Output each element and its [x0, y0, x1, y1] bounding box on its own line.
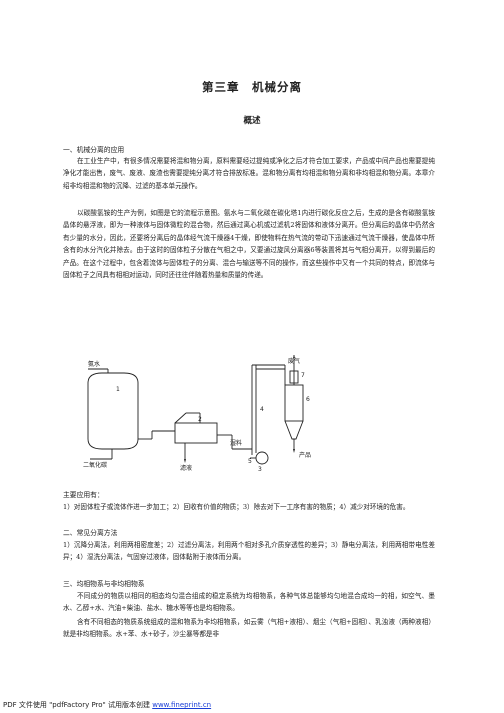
paragraph-4: 含有不同相态的物质系统组成的混和物系为非均相物系，如云雾（气相+液相）、烟尘（气… [63, 618, 435, 639]
paragraph-2: 以碳酸氢铵的生产为例，如图是它的流程示意图。氨水与二氧化碳在碳化塔1内进行碳化反… [63, 209, 435, 280]
section-heading-3: 三、均相物系与非均相物系 [63, 580, 145, 588]
label-filtrate: 滤液 [180, 464, 192, 472]
section-heading-1: 一、机械分离的应用 [63, 146, 125, 154]
label-n2: 2 [198, 416, 202, 423]
label-n5: 5 [248, 458, 252, 465]
label-n4: 4 [260, 406, 264, 413]
label-n3: 3 [258, 466, 262, 473]
label-wet-material: 湿料 [230, 439, 242, 447]
label-n6: 6 [306, 396, 310, 403]
label-exhaust: 废气 [288, 357, 300, 365]
methods-list: 1）沉降分离法，利用两相密度差；2）过滤分离法，利用两个相对多孔介质穿透性的差异… [63, 541, 435, 562]
paragraph-1: 在工业生产中，有很多情况需要将混和物分离，原料需要经过提纯或净化之后才符合加工要… [63, 157, 435, 190]
footer-link[interactable]: www.fineprint.cn [152, 701, 212, 709]
applications-list: 1）对固体粒子或流体作进一步加工；2）回收有价值的物质；3）除去对下一工序有害的… [63, 503, 410, 511]
label-co2: 二氧化碳 [83, 461, 107, 469]
label-product: 产品 [299, 451, 311, 459]
section-heading-2: 二、常见分离方法 [63, 529, 118, 537]
chapter-title: 第三章 机械分离 [202, 80, 302, 94]
paragraph-3: 不同成分的物质以相同的相态均匀混合组成的稳定系统为均相物系，各种气体总能够均匀地… [63, 592, 435, 613]
applications-heading: 主要应用有： [63, 491, 104, 499]
footer-text: PDF 文件使用 "pdfFactory Pro" 试用版本创建 [3, 701, 153, 709]
pdf-footer: PDF 文件使用 "pdfFactory Pro" 试用版本创建 www.fin… [3, 700, 211, 710]
section-subtitle: 概述 [243, 116, 261, 126]
label-ammonia-water: 氨水 [88, 360, 100, 368]
label-n1: 1 [116, 386, 120, 393]
process-flow-diagram: 氨水 二氧化碳 滤液 废气 产品 湿料 1 2 3 4 5 6 7 [83, 355, 311, 473]
label-n7: 7 [301, 372, 305, 379]
